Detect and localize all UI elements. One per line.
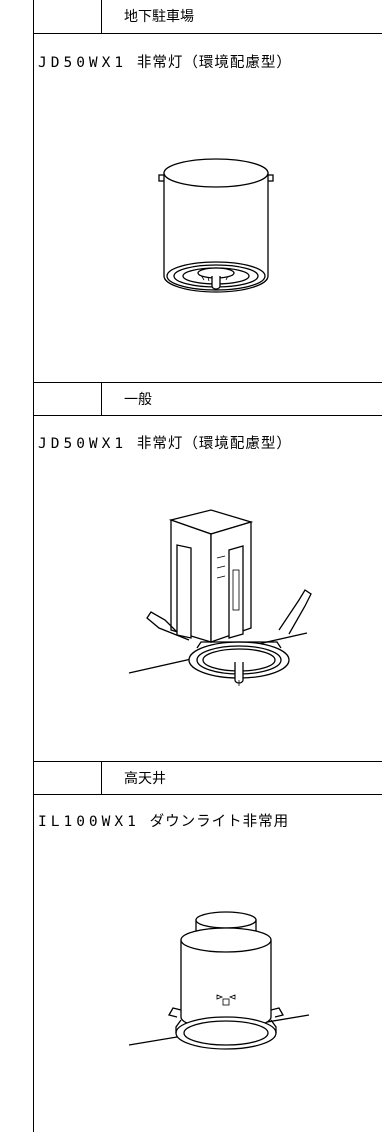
section-header-general: 一般 bbox=[34, 382, 382, 416]
model-label: IL100WX1 ダウンライト非常用 bbox=[38, 810, 289, 831]
model-code: IL100WX1 bbox=[38, 814, 140, 830]
cylinder-downlight-icon bbox=[154, 148, 274, 308]
model-description: ダウンライト非常用 bbox=[149, 814, 290, 830]
section-title: 高天井 bbox=[124, 771, 166, 787]
header-empty-cell bbox=[34, 383, 102, 415]
model-label: JD50WX1 非常灯（環境配慮型） bbox=[38, 432, 292, 453]
model-code: JD50WX1 bbox=[38, 55, 128, 71]
section-title: 一般 bbox=[124, 392, 152, 408]
model-code: JD50WX1 bbox=[38, 436, 128, 452]
header-empty-cell bbox=[34, 0, 102, 33]
model-label: JD50WX1 非常灯（環境配慮型） bbox=[38, 51, 292, 72]
section-header-high-ceiling: 高天井 bbox=[34, 761, 382, 795]
model-description: 非常灯（環境配慮型） bbox=[136, 55, 292, 71]
model-description: 非常灯（環境配慮型） bbox=[136, 436, 292, 452]
section-header-parking: 地下駐車場 bbox=[34, 0, 382, 34]
high-ceiling-downlight-icon bbox=[128, 905, 319, 1065]
section-title: 地下駐車場 bbox=[124, 9, 194, 25]
recessed-downlight-icon bbox=[128, 509, 339, 710]
header-empty-cell bbox=[34, 762, 102, 794]
lighting-spec-sheet: 地下駐車場 JD50WX1 非常灯（環境配慮型） 一般 JD50WX1 非常灯 bbox=[33, 0, 382, 1132]
